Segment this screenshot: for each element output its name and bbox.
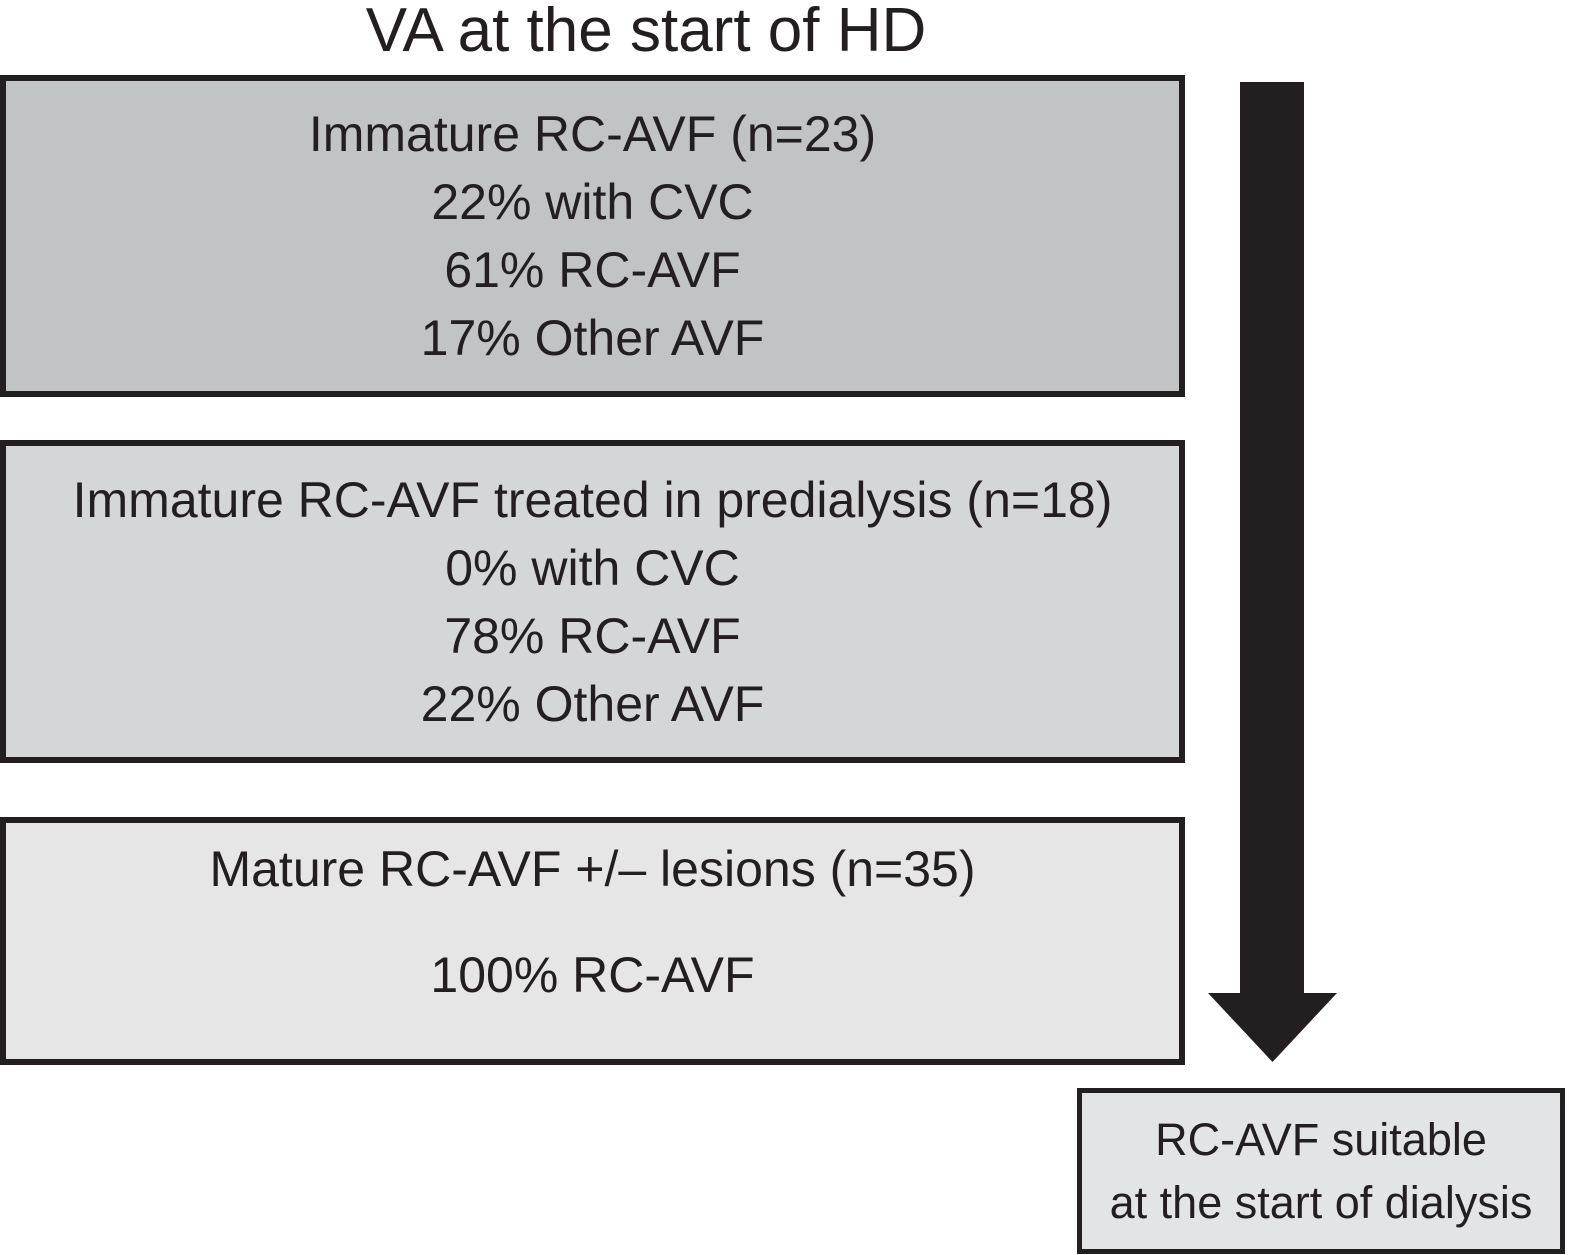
box-stat: 61% RC-AVF [444,242,741,298]
flow-box-immature-rc-avf: Immature RC-AVF (n=23) 22% with CVC 61% … [0,75,1185,397]
box-stat: 22% Other AVF [420,675,765,732]
box-stat: 17% Other AVF [420,310,765,366]
box-stat: 0% with CVC [445,539,740,596]
box-heading: Mature RC-AVF +/– lesions (n=35) [209,841,976,897]
box-stat: 78% RC-AVF [444,607,741,664]
result-line: at the start of dialysis [1109,1177,1533,1228]
flow-box-immature-rc-avf-treated: Immature RC-AVF treated in predialysis (… [0,440,1185,763]
box-heading: Immature RC-AVF treated in predialysis (… [72,471,1113,528]
result-box-rc-avf-suitable: RC-AVF suitable at the start of dialysis [1077,1088,1565,1254]
box-stat: 100% RC-AVF [430,947,755,1003]
figure-title: VA at the start of HD [365,0,927,65]
flow-box-mature-rc-avf: Mature RC-AVF +/– lesions (n=35) 100% RC… [0,817,1185,1065]
box-heading: Immature RC-AVF (n=23) [308,106,877,162]
result-line: RC-AVF suitable [1155,1114,1487,1165]
box-stat: 22% with CVC [431,174,754,230]
